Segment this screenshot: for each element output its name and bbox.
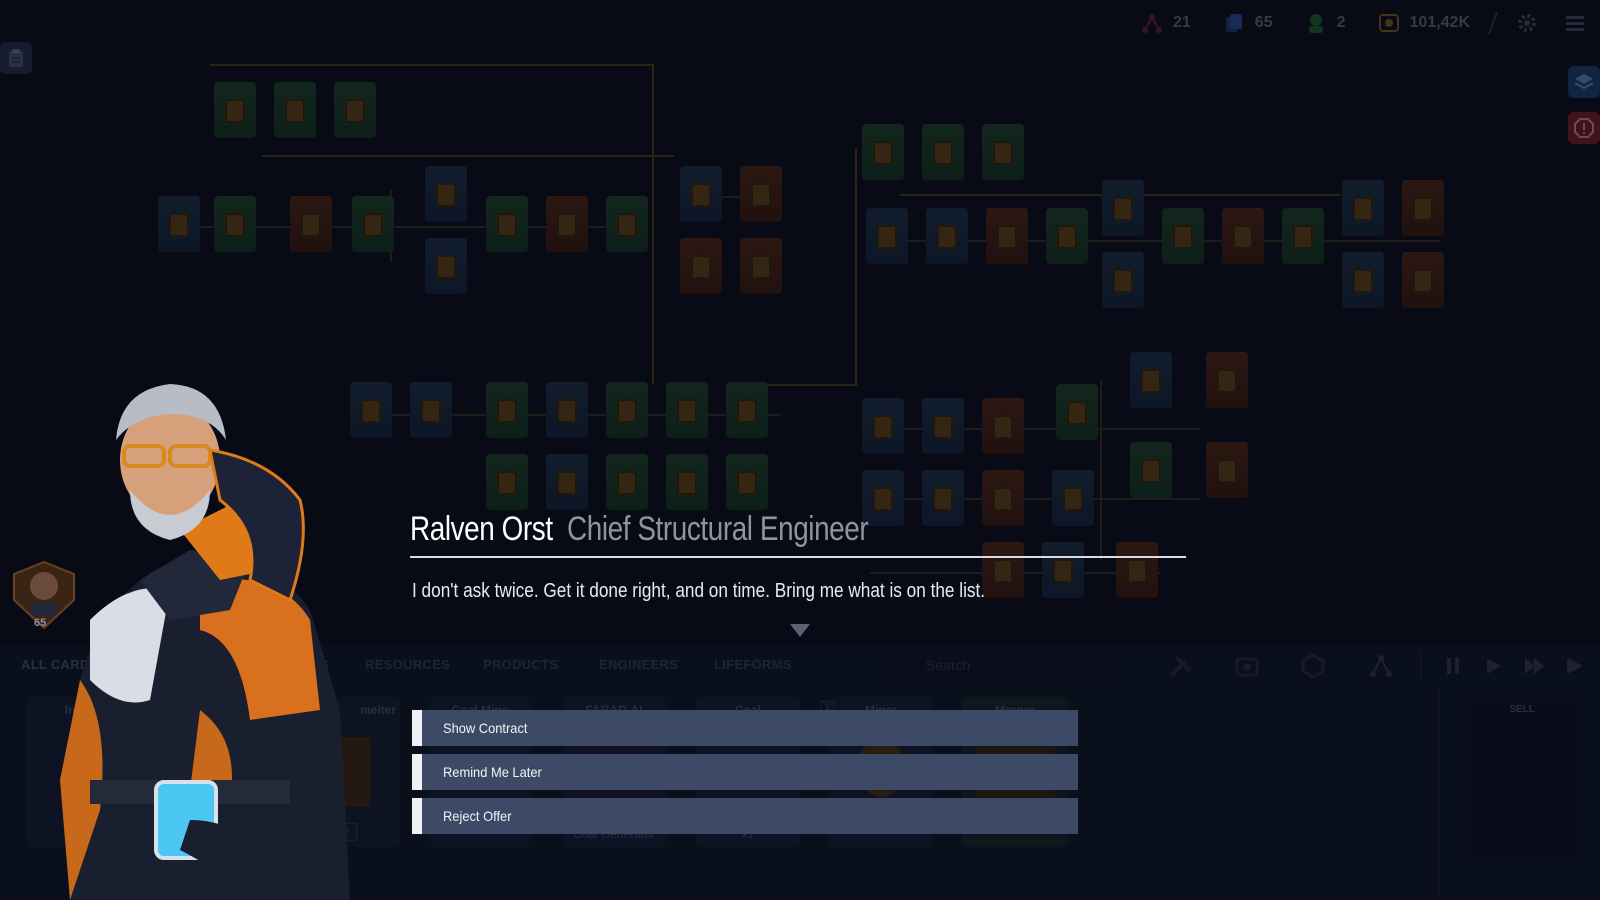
player-avatar[interactable]: [12, 560, 76, 630]
pause-icon[interactable]: [1440, 653, 1466, 679]
alert-icon: [1574, 118, 1594, 138]
search-input[interactable]: Search: [884, 651, 1114, 679]
alert-button[interactable]: [1568, 112, 1600, 144]
dialog-caret-icon: [790, 624, 810, 637]
option-label: Remind Me Later: [443, 764, 542, 780]
camera-icon[interactable]: [1234, 653, 1260, 679]
play-icon[interactable]: [1480, 653, 1506, 679]
engineer-portrait: [60, 384, 350, 900]
reject-offer-button[interactable]: Reject Offer: [412, 798, 1078, 834]
tab-resources[interactable]: RESOURCES: [365, 657, 451, 672]
engineer-icon: [1308, 14, 1323, 33]
engineer-stat[interactable]: 2: [1305, 12, 1346, 34]
coin-icon: [1378, 14, 1399, 32]
clipboard-button[interactable]: [0, 42, 32, 74]
show-contract-button[interactable]: Show Contract: [412, 710, 1078, 746]
money-stat[interactable]: 101,42K: [1378, 12, 1471, 34]
option-label: Show Contract: [443, 720, 528, 736]
cards-count: 65: [1254, 14, 1273, 31]
top-bar: 21 65 2 101,42K: [1123, 8, 1586, 38]
tab-engineers[interactable]: ENGINEERS: [599, 657, 679, 672]
speaker-header: Ralven Orst Chief Structural Engineer: [410, 510, 869, 549]
remind-later-button[interactable]: Remind Me Later: [412, 754, 1078, 790]
hamburger-icon[interactable]: [1564, 12, 1586, 34]
player-level: 65: [34, 617, 47, 629]
sell-label: SELL: [1509, 704, 1535, 715]
gear-icon[interactable]: [1516, 12, 1538, 34]
tools-icon[interactable]: [1168, 653, 1194, 679]
network-icon[interactable]: [1368, 653, 1394, 679]
layers-icon: [1574, 74, 1594, 90]
fast-forward-icon[interactable]: [1522, 653, 1548, 679]
research-count: 21: [1173, 14, 1191, 31]
sell-slot[interactable]: SELL: [1466, 697, 1578, 859]
tab-lifeforms[interactable]: LIFEFORMS: [714, 657, 792, 672]
engineer-count: 2: [1336, 14, 1346, 31]
layers-button[interactable]: [1568, 66, 1600, 98]
speaker-name: Ralven Orst: [410, 510, 553, 548]
hexagon-icon[interactable]: [1300, 653, 1326, 679]
divider: [1487, 12, 1499, 34]
cards-icon: [1225, 14, 1242, 32]
skip-icon[interactable]: [1562, 653, 1588, 679]
tab-products[interactable]: PRODUCTS: [483, 657, 559, 672]
panel-divider: [1438, 685, 1440, 895]
cards-stat[interactable]: 65: [1223, 12, 1273, 34]
money-value: 101,42K: [1409, 14, 1471, 31]
toolbar-divider: [1420, 649, 1422, 681]
research-node-icon: [1142, 14, 1162, 33]
clipboard-icon: [9, 49, 23, 67]
search-placeholder: Search: [926, 657, 971, 673]
dialog-divider: [410, 556, 1186, 558]
option-label: Reject Offer: [443, 808, 512, 824]
speaker-role: Chief Structural Engineer: [567, 510, 869, 548]
research-stat[interactable]: 21: [1141, 12, 1191, 34]
dialog-message: I don't ask twice. Get it done right, an…: [412, 580, 986, 602]
